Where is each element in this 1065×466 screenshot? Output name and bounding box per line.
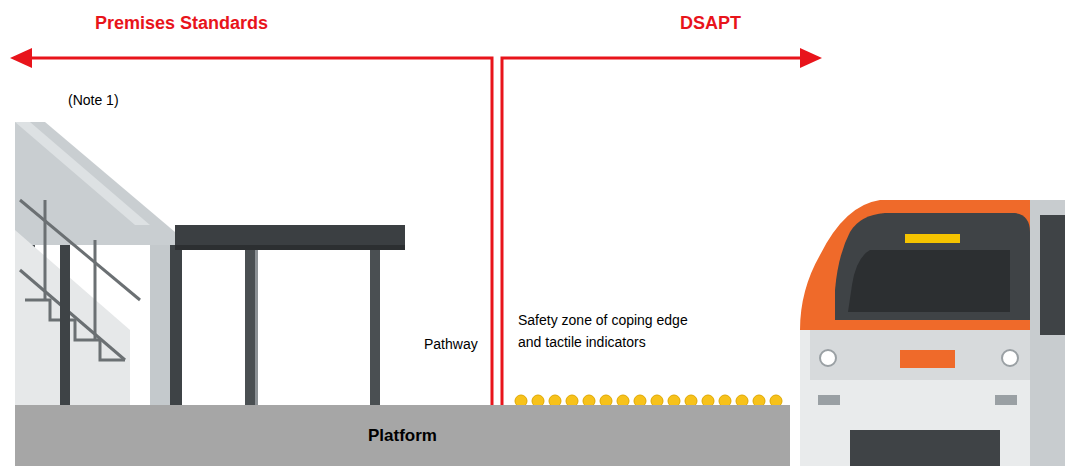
zone-label: Safety zone of coping edge and tactile i… [518,310,703,353]
note-ref: (Note 1) [68,90,119,112]
scope-title: DSAPT [680,10,741,38]
scope-title: Premises Standards [95,10,268,38]
station-structure [15,122,405,405]
node-text: Platform [368,426,437,446]
platform-band: Platform [15,405,790,466]
train [800,200,1065,466]
zone-label: Pathway [424,334,478,356]
scope-arrows [10,48,822,405]
